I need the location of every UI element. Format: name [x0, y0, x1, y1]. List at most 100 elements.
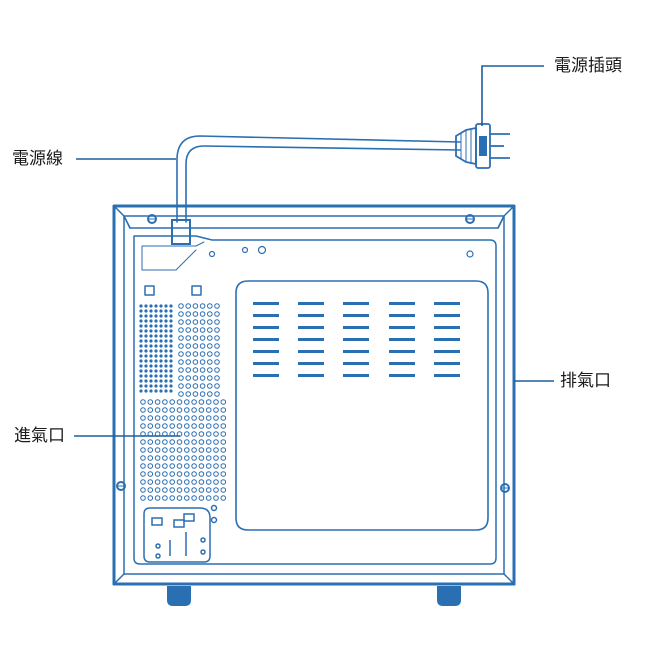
vent-slot — [434, 362, 460, 365]
vent-hole — [178, 383, 184, 389]
vent-slot — [343, 326, 369, 329]
vent-hole — [144, 379, 148, 383]
vent-hole — [139, 359, 143, 363]
vent-slot — [389, 350, 415, 353]
vent-hole — [191, 399, 197, 405]
vent-hole — [149, 309, 153, 313]
vent-hole — [207, 319, 213, 325]
vent-hole — [169, 329, 173, 333]
vent-hole — [169, 479, 175, 485]
vent-hole — [198, 447, 205, 453]
vent-hole — [178, 311, 184, 317]
vent-hole — [159, 369, 163, 373]
vent-hole — [214, 327, 220, 333]
vent-hole — [162, 471, 168, 477]
vent-hole — [154, 309, 158, 313]
power-cord — [171, 135, 461, 245]
vent-hole — [185, 359, 191, 365]
vent-slot — [298, 350, 324, 353]
vent-hole — [176, 463, 183, 469]
vent-hole — [192, 391, 199, 397]
vent-hole — [191, 439, 197, 445]
vent-hole — [154, 447, 161, 453]
vent-hole — [184, 495, 190, 501]
vent-hole — [144, 334, 148, 338]
vent-hole — [154, 304, 158, 308]
vent-hole — [176, 495, 183, 501]
vent-hole — [149, 314, 153, 318]
vent-hole — [178, 375, 184, 381]
vent-hole — [169, 304, 173, 308]
vent-slot — [298, 326, 324, 329]
vent-hole — [144, 319, 148, 323]
vent-hole — [139, 344, 143, 348]
vent-hole — [164, 369, 168, 373]
vent-hole — [207, 311, 213, 317]
vent-hole — [205, 487, 212, 493]
vent-hole — [169, 455, 175, 461]
vent-hole — [207, 359, 213, 365]
vent-hole — [192, 383, 199, 389]
vent-hole — [139, 309, 143, 313]
vent-hole — [140, 439, 146, 445]
vent-hole — [213, 423, 219, 429]
vent-hole — [169, 471, 175, 477]
exhaust-vent-slots — [253, 302, 460, 377]
vent-hole — [154, 379, 158, 383]
vent-hole — [220, 431, 227, 437]
vent-hole — [154, 479, 161, 485]
vent-hole — [169, 439, 175, 445]
vent-hole — [198, 487, 205, 493]
vent-hole — [154, 407, 161, 413]
right-foot — [437, 586, 461, 606]
vent-hole — [213, 455, 219, 461]
vent-hole — [199, 335, 206, 341]
vent-hole — [184, 399, 190, 405]
vent-hole — [220, 423, 227, 429]
vent-hole — [178, 319, 184, 325]
vent-slot — [253, 302, 279, 305]
vent-hole — [199, 327, 206, 333]
vent-slot — [298, 314, 324, 317]
vent-hole — [198, 471, 205, 477]
vent-slot — [343, 314, 369, 317]
vent-hole — [154, 374, 158, 378]
vent-hole — [199, 319, 206, 325]
vent-hole — [164, 334, 168, 338]
vent-hole — [169, 334, 173, 338]
leader-line-plug — [481, 65, 544, 126]
vent-hole — [205, 455, 212, 461]
vent-hole — [192, 351, 199, 357]
vent-hole — [154, 369, 158, 373]
vent-hole — [192, 359, 199, 365]
vent-hole — [139, 384, 143, 388]
vent-hole — [169, 415, 175, 421]
vent-hole — [213, 471, 219, 477]
vent-hole — [154, 334, 158, 338]
vent-hole — [139, 329, 143, 333]
vent-slot — [389, 338, 415, 341]
vent-hole — [162, 439, 168, 445]
vent-hole — [149, 359, 153, 363]
vent-hole — [162, 423, 168, 429]
vent-hole — [164, 364, 168, 368]
vent-hole — [220, 471, 227, 477]
vent-hole — [214, 303, 220, 309]
vent-hole — [144, 314, 148, 318]
vent-hole — [169, 359, 173, 363]
exhaust-vent-panel — [235, 280, 489, 531]
vent-hole — [192, 343, 199, 349]
exhaust-vent-label: 排氣口 — [560, 371, 611, 391]
vent-hole — [176, 455, 183, 461]
back-panel — [133, 235, 497, 565]
vent-hole — [198, 407, 205, 413]
vent-slot — [434, 326, 460, 329]
vent-hole — [176, 415, 183, 421]
vent-hole — [159, 374, 163, 378]
vent-hole — [144, 389, 148, 393]
vent-hole — [164, 304, 168, 308]
vent-hole — [144, 344, 148, 348]
vent-hole — [154, 495, 161, 501]
vent-hole — [140, 455, 146, 461]
